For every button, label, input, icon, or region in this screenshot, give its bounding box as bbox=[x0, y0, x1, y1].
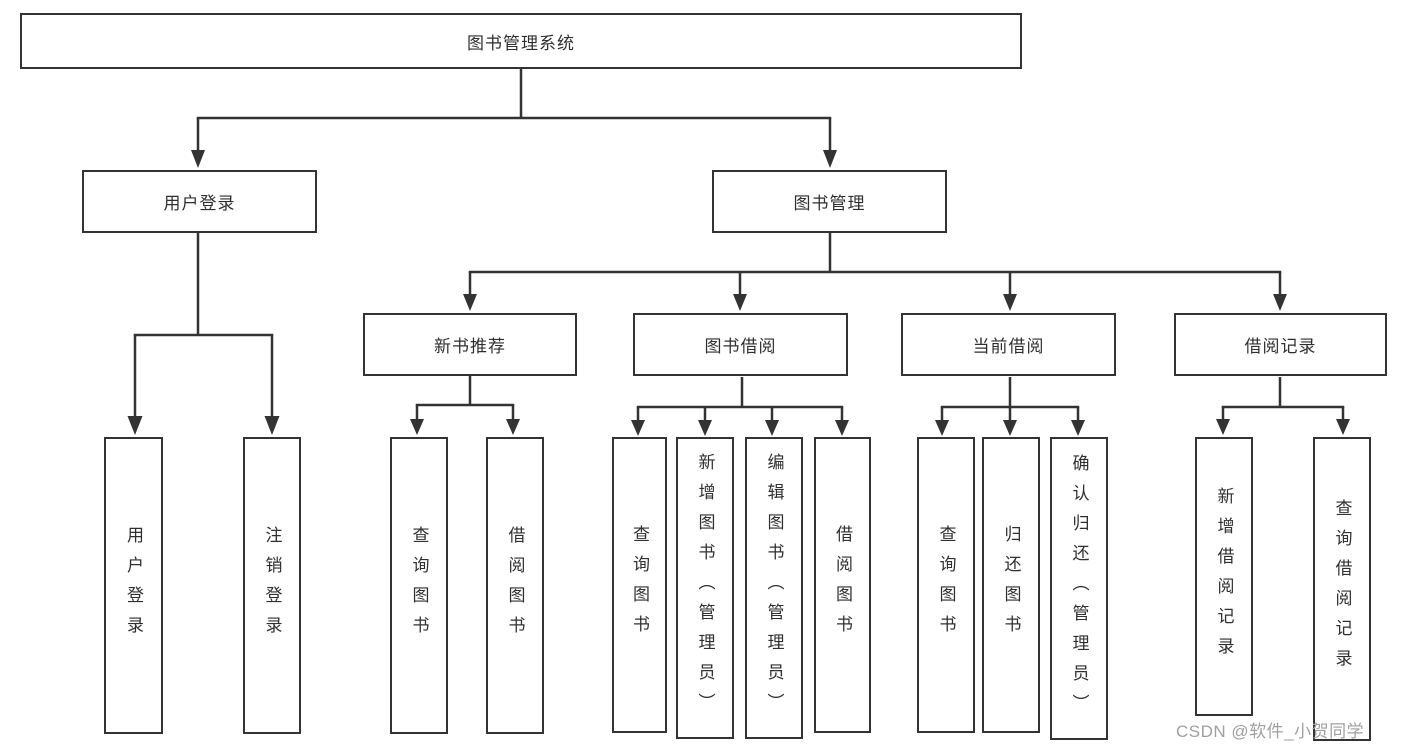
csdn-watermark: CSDN @软件_小贺同学 bbox=[1176, 722, 1365, 741]
node-root-label: 图书管理系统 bbox=[467, 33, 575, 53]
node-book-management-label: 图书管理 bbox=[793, 194, 866, 213]
node-new-book-recommend: 新书推荐 bbox=[363, 313, 577, 376]
node-root: 图书管理系统 bbox=[20, 13, 1022, 69]
node-book-management: 图书管理 bbox=[712, 170, 947, 233]
leaf-records-add-record: 新增借阅记录 bbox=[1195, 437, 1253, 716]
node-book-borrow: 图书借阅 bbox=[633, 313, 848, 376]
leaf-current-confirm-return-admin-label: 确认归还（管理员） bbox=[1069, 453, 1089, 724]
leaf-recommend-borrow-books: 借阅图书 bbox=[486, 437, 544, 734]
leaf-records-query-record: 查询借阅记录 bbox=[1313, 437, 1371, 741]
leaf-current-query-books: 查询图书 bbox=[917, 437, 975, 733]
leaf-borrow-borrow-books: 借阅图书 bbox=[814, 437, 871, 733]
node-borrow-records-label: 借阅记录 bbox=[1244, 337, 1317, 356]
leaf-borrow-add-books-admin: 新增图书（管理员） bbox=[676, 437, 734, 739]
leaf-recommend-query-books: 查询图书 bbox=[390, 437, 448, 734]
leaf-current-confirm-return-admin: 确认归还（管理员） bbox=[1050, 437, 1108, 740]
leaf-recommend-query-books-label: 查询图书 bbox=[409, 525, 429, 646]
node-book-borrow-label: 图书借阅 bbox=[704, 337, 777, 356]
leaf-user-login-label: 用户登录 bbox=[124, 525, 143, 646]
leaf-logout-label: 注销登录 bbox=[262, 525, 282, 646]
leaf-current-query-books-label: 查询图书 bbox=[936, 525, 956, 645]
leaf-borrow-edit-books-admin: 编辑图书（管理员） bbox=[745, 437, 803, 739]
leaf-borrow-query-books-label: 查询图书 bbox=[630, 525, 649, 645]
leaf-current-return-books-label: 归还图书 bbox=[1001, 525, 1021, 645]
leaf-borrow-borrow-books-label: 借阅图书 bbox=[833, 525, 852, 645]
leaf-logout: 注销登录 bbox=[243, 437, 301, 734]
node-borrow-records: 借阅记录 bbox=[1174, 313, 1387, 376]
leaf-borrow-add-books-admin-label: 新增图书（管理员） bbox=[695, 453, 715, 723]
leaf-user-login: 用户登录 bbox=[104, 437, 163, 734]
node-new-book-recommend-label: 新书推荐 bbox=[434, 337, 506, 356]
leaf-records-query-record-label: 查询借阅记录 bbox=[1332, 499, 1352, 679]
leaf-current-return-books: 归还图书 bbox=[982, 437, 1040, 733]
leaf-borrow-edit-books-admin-label: 编辑图书（管理员） bbox=[764, 453, 784, 723]
leaf-recommend-borrow-books-label: 借阅图书 bbox=[505, 525, 525, 646]
arrowheads bbox=[127, 150, 1350, 436]
leaf-records-add-record-label: 新增借阅记录 bbox=[1214, 486, 1234, 667]
node-user-login: 用户登录 bbox=[82, 170, 317, 233]
node-current-borrow: 当前借阅 bbox=[901, 313, 1116, 376]
node-user-login-label: 用户登录 bbox=[163, 194, 236, 213]
leaf-borrow-query-books: 查询图书 bbox=[612, 437, 667, 733]
node-current-borrow-label: 当前借阅 bbox=[972, 337, 1045, 356]
